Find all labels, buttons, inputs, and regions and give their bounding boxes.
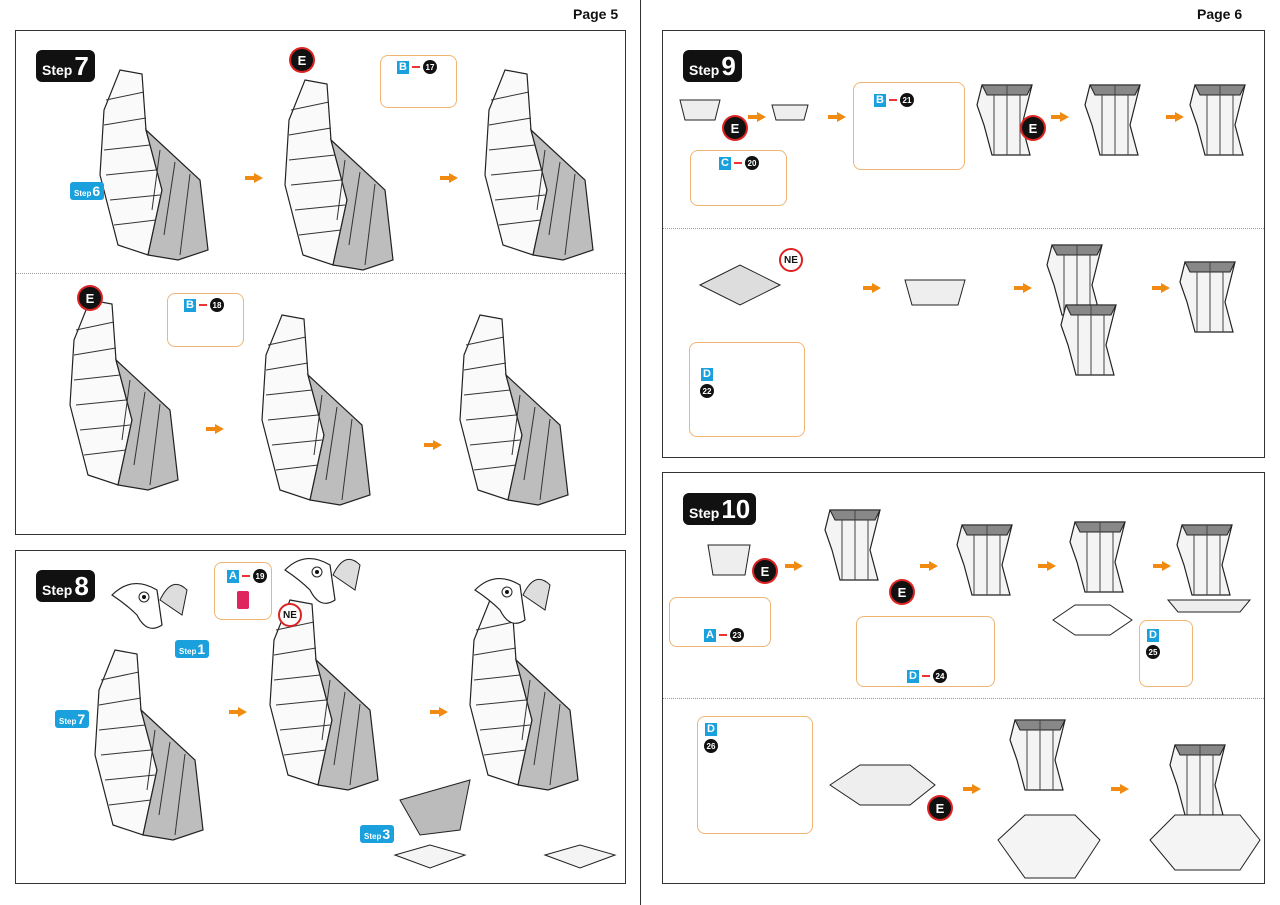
page-number-right: Page 6 [1197, 6, 1243, 22]
next-arrow-icon [748, 112, 766, 122]
next-arrow-icon [440, 173, 458, 183]
divider [16, 273, 625, 274]
glue-marker-e: E [1022, 117, 1044, 139]
next-arrow-icon [424, 440, 442, 450]
next-arrow-icon [1051, 112, 1069, 122]
next-arrow-icon [430, 707, 448, 717]
step-10-panel [662, 472, 1265, 884]
next-arrow-icon [1014, 283, 1032, 293]
glue-marker-e: E [929, 797, 951, 819]
glue-marker-e: E [754, 560, 776, 582]
page-number-left: Page 5 [573, 6, 619, 22]
glue-marker-e: E [891, 581, 913, 603]
no-glue-marker-ne: NE [278, 603, 302, 627]
next-arrow-icon [1111, 784, 1129, 794]
next-arrow-icon [1166, 112, 1184, 122]
no-glue-marker-ne: NE [779, 248, 803, 272]
next-arrow-icon [1153, 561, 1171, 571]
next-arrow-icon [229, 707, 247, 717]
step-9-panel [662, 30, 1265, 458]
next-arrow-icon [785, 561, 803, 571]
next-arrow-icon [828, 112, 846, 122]
glue-marker-e: E [291, 49, 313, 71]
step-8-panel [15, 550, 626, 884]
page-divider [640, 0, 641, 905]
next-arrow-icon [963, 784, 981, 794]
next-arrow-icon [245, 173, 263, 183]
divider [663, 698, 1264, 699]
next-arrow-icon [206, 424, 224, 434]
glue-marker-e: E [79, 287, 101, 309]
glue-marker-e: E [724, 117, 746, 139]
step-7-panel [15, 30, 626, 535]
next-arrow-icon [1038, 561, 1056, 571]
next-arrow-icon [863, 283, 881, 293]
next-arrow-icon [1152, 283, 1170, 293]
part-19-image [237, 591, 249, 609]
next-arrow-icon [920, 561, 938, 571]
divider [663, 228, 1264, 229]
